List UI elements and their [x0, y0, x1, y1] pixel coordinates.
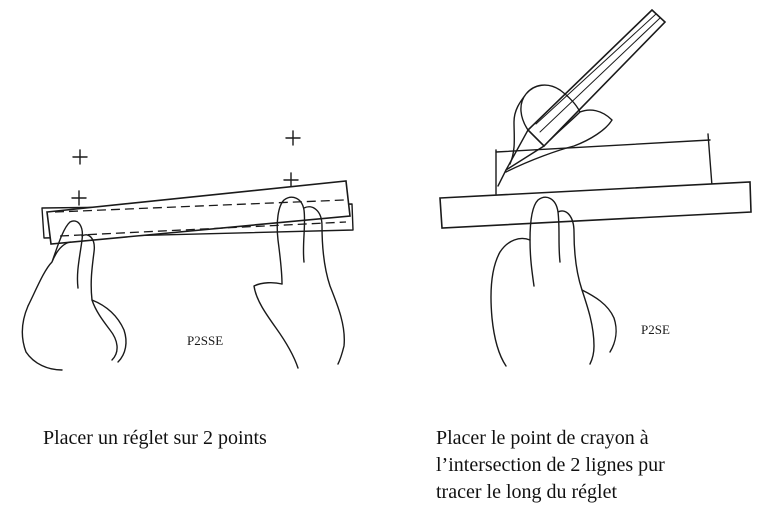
caption-line: Placer le point de crayon à [436, 427, 649, 449]
reference-point-cross [283, 172, 299, 188]
left-hand [21, 220, 118, 371]
illustration-place-ruler: P2SSE [0, 0, 380, 400]
dashed-guide-line [54, 199, 345, 213]
right-hand-palm [253, 281, 299, 369]
left-hand-thumb [91, 299, 127, 363]
illustration-pencil-trace: P2SE [380, 0, 763, 400]
caption-line: Placer un réglet sur 2 points [43, 427, 267, 449]
caption-place-ruler: Placer un réglet sur 2 points [43, 425, 373, 452]
pencil-along-ruler-drawing [439, 8, 752, 367]
ruler-on-points-drawing [21, 130, 354, 371]
ruler [439, 181, 752, 229]
reference-point-cross [285, 130, 301, 146]
right-hand [276, 196, 346, 365]
construction-line [707, 133, 713, 187]
construction-line [495, 139, 711, 153]
caption-pencil-trace: Placer le point de crayon à l’intersecti… [436, 425, 756, 506]
hand-on-ruler-palm [490, 237, 531, 367]
figure-code-label: P2SSE [187, 333, 224, 348]
figure-code-label: P2SE [641, 322, 670, 337]
hand-on-ruler-thumb [581, 289, 617, 353]
ruler [46, 180, 351, 245]
reference-point-cross [72, 149, 88, 165]
reference-point-cross [71, 190, 87, 206]
pencil-icon [497, 8, 667, 187]
caption-line: l’intersection de 2 lignes pur [436, 454, 665, 476]
caption-line: tracer le long du réglet [436, 481, 618, 503]
hand-holding-pencil [505, 84, 613, 173]
dashed-guide-line [59, 221, 347, 237]
